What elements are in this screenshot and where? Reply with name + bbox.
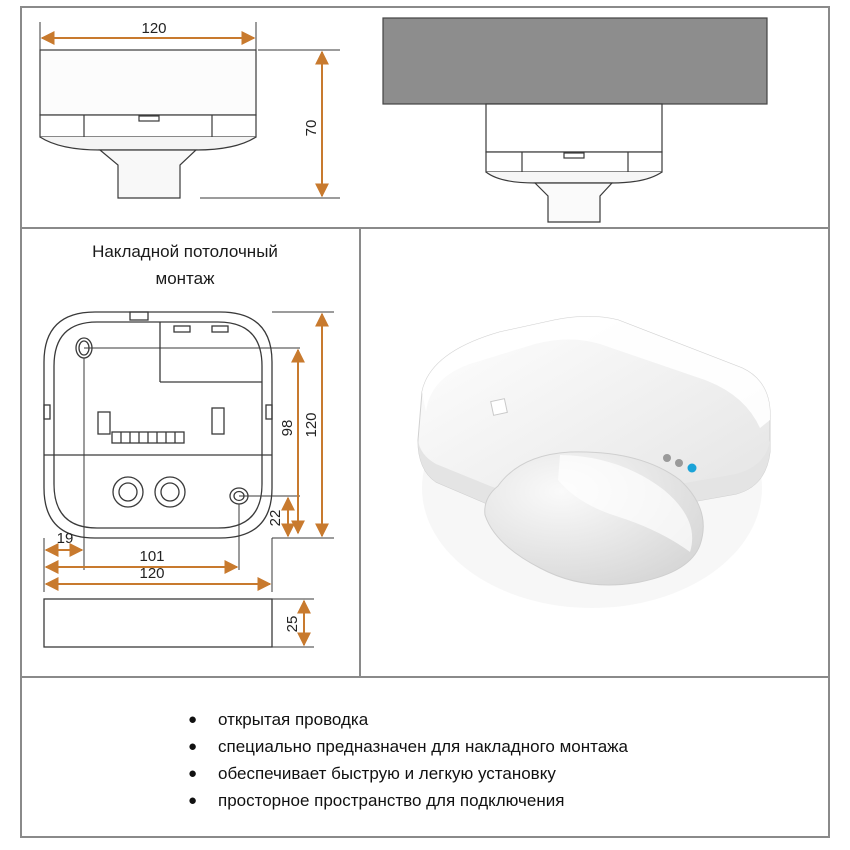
side-view-width-dimension: 120 [39, 20, 257, 52]
led-indicator-blue-icon [687, 463, 697, 473]
dim-plan-width-holes: 101 [139, 548, 164, 565]
dim-plan-offset-left: 19 [57, 530, 74, 547]
list-item: ● просторное пространство для подключения [188, 787, 628, 814]
mount-box-side: 25 [43, 598, 314, 648]
mount-title-line-2: монтаж [155, 269, 215, 288]
dim-plan-height-outer: 120 [303, 412, 320, 437]
ceiling-mount-drawing [382, 17, 768, 223]
dim-plan-height-holes: 98 [279, 420, 296, 437]
led-indicator-icon [663, 454, 671, 462]
panel-frame [20, 6, 830, 838]
plan-view-drawing [43, 311, 300, 539]
dim-top-height: 70 [303, 120, 320, 137]
led-indicator-icon [675, 459, 683, 467]
bullet-icon: ● [188, 738, 198, 755]
dim-plan-width-outer: 120 [139, 565, 164, 582]
feature-text: специально предназначен для накладного м… [218, 737, 628, 756]
side-view-height-dimension: 70 [200, 49, 340, 199]
feature-text: просторное пространство для подключения [218, 791, 565, 810]
bullet-icon: ● [188, 711, 198, 728]
product-image [417, 316, 771, 608]
feature-text: обеспечивает быструю и легкую установку [218, 764, 556, 783]
bullet-icon: ● [188, 792, 198, 809]
dim-top-width: 120 [141, 20, 166, 37]
ceiling-slab [382, 17, 768, 105]
dim-plan-offset-bottom: 22 [267, 510, 284, 527]
side-view-drawing [39, 49, 257, 199]
list-item: ● открытая проводка [188, 706, 628, 733]
mount-title-line-1: Накладной потолочный [92, 242, 278, 261]
feature-list: ● открытая проводка ● специально предназна… [188, 706, 628, 814]
list-item: ● обеспечивает быструю и легкую установку [188, 760, 628, 787]
mount-title: Накладной потолочный монтаж [40, 238, 330, 292]
list-item: ● специально предназначен для накладного … [188, 733, 628, 760]
plan-view-dimensions: 120 98 22 19 101 120 [43, 311, 334, 592]
bullet-icon: ● [188, 765, 198, 782]
dim-box-height: 25 [284, 616, 301, 633]
feature-text: открытая проводка [218, 710, 369, 729]
